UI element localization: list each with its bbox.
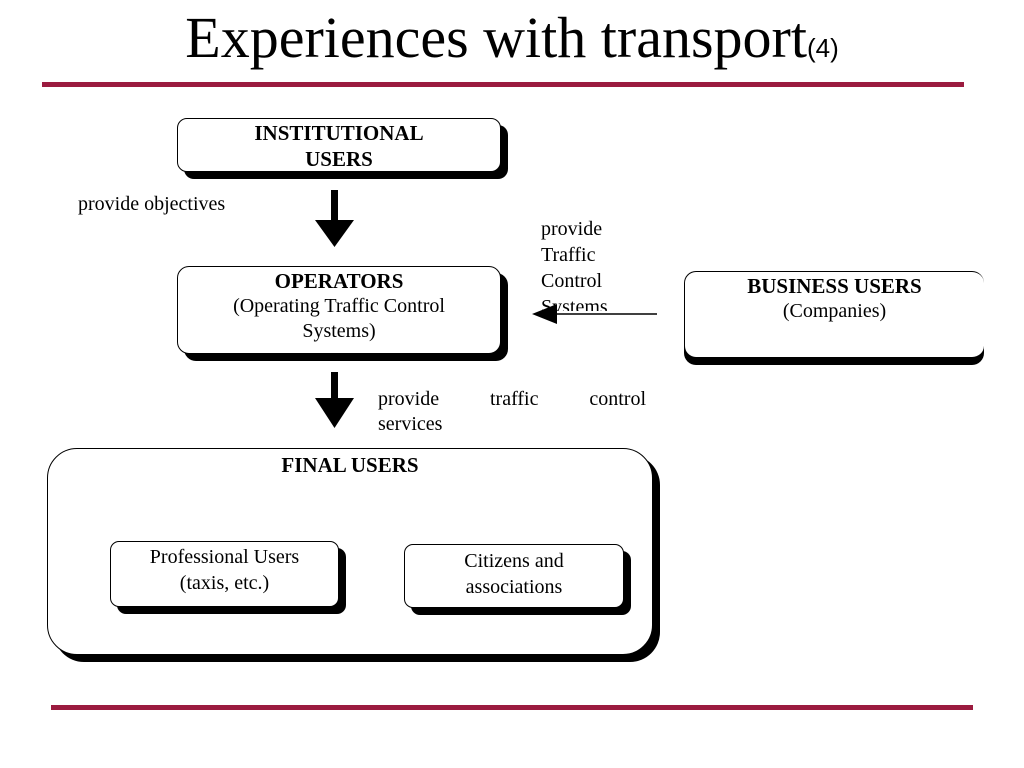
institutional-users-box: INSTITUTIONAL USERS [177,118,501,172]
citizens-box: Citizens and associations [404,544,624,608]
edge-label-tcs-line3: Control [541,270,603,292]
bottom-divider [51,705,973,710]
institutional-users-line2: USERS [305,147,373,171]
professional-users-line1: Professional Users [149,546,300,568]
professional-users-box: Professional Users (taxis, etc.) [110,541,339,607]
professional-users-line2: (taxis, etc.) [179,572,270,594]
top-divider [42,82,964,87]
arrow-objectives [315,190,354,247]
final-users-head: FINAL USERS [281,453,419,477]
operators-head: OPERATORS [274,269,404,293]
edge-label-services-line2: services [378,413,443,435]
citizens-line2: associations [465,576,563,598]
slide-title: Experiences with transport(4) [0,2,1024,84]
edge-label-tcs-line1: provide [541,218,603,240]
business-users-box: BUSINESS USERS (Companies) [684,271,984,358]
citizens-line1: Citizens and [464,550,564,572]
business-users-line2: (Companies) [782,300,887,322]
edge-label-tcs-line2: Traffic [541,244,596,266]
operators-line2: (Operating Traffic Control [233,295,445,317]
operators-line3: Systems) [302,320,376,342]
arrow-services [315,372,354,428]
edge-label-traffic-control-systems: provide Traffic Control Systems [541,216,651,311]
slide-title-suffix: (4) [806,33,839,63]
edge-label-objectives: provide objectives [78,193,226,215]
business-users-head: BUSINESS USERS [747,274,922,298]
slide-title-text: Experiences with transport [185,5,807,70]
operators-box: OPERATORS (Operating Traffic Control Sys… [177,266,501,354]
edge-label-services: provide traffic control services [378,387,646,437]
edge-label-tcs-line4: Systems [541,296,608,311]
institutional-users-line1: INSTITUTIONAL [254,121,424,145]
edge-label-services-line1: provide traffic control [378,388,646,410]
